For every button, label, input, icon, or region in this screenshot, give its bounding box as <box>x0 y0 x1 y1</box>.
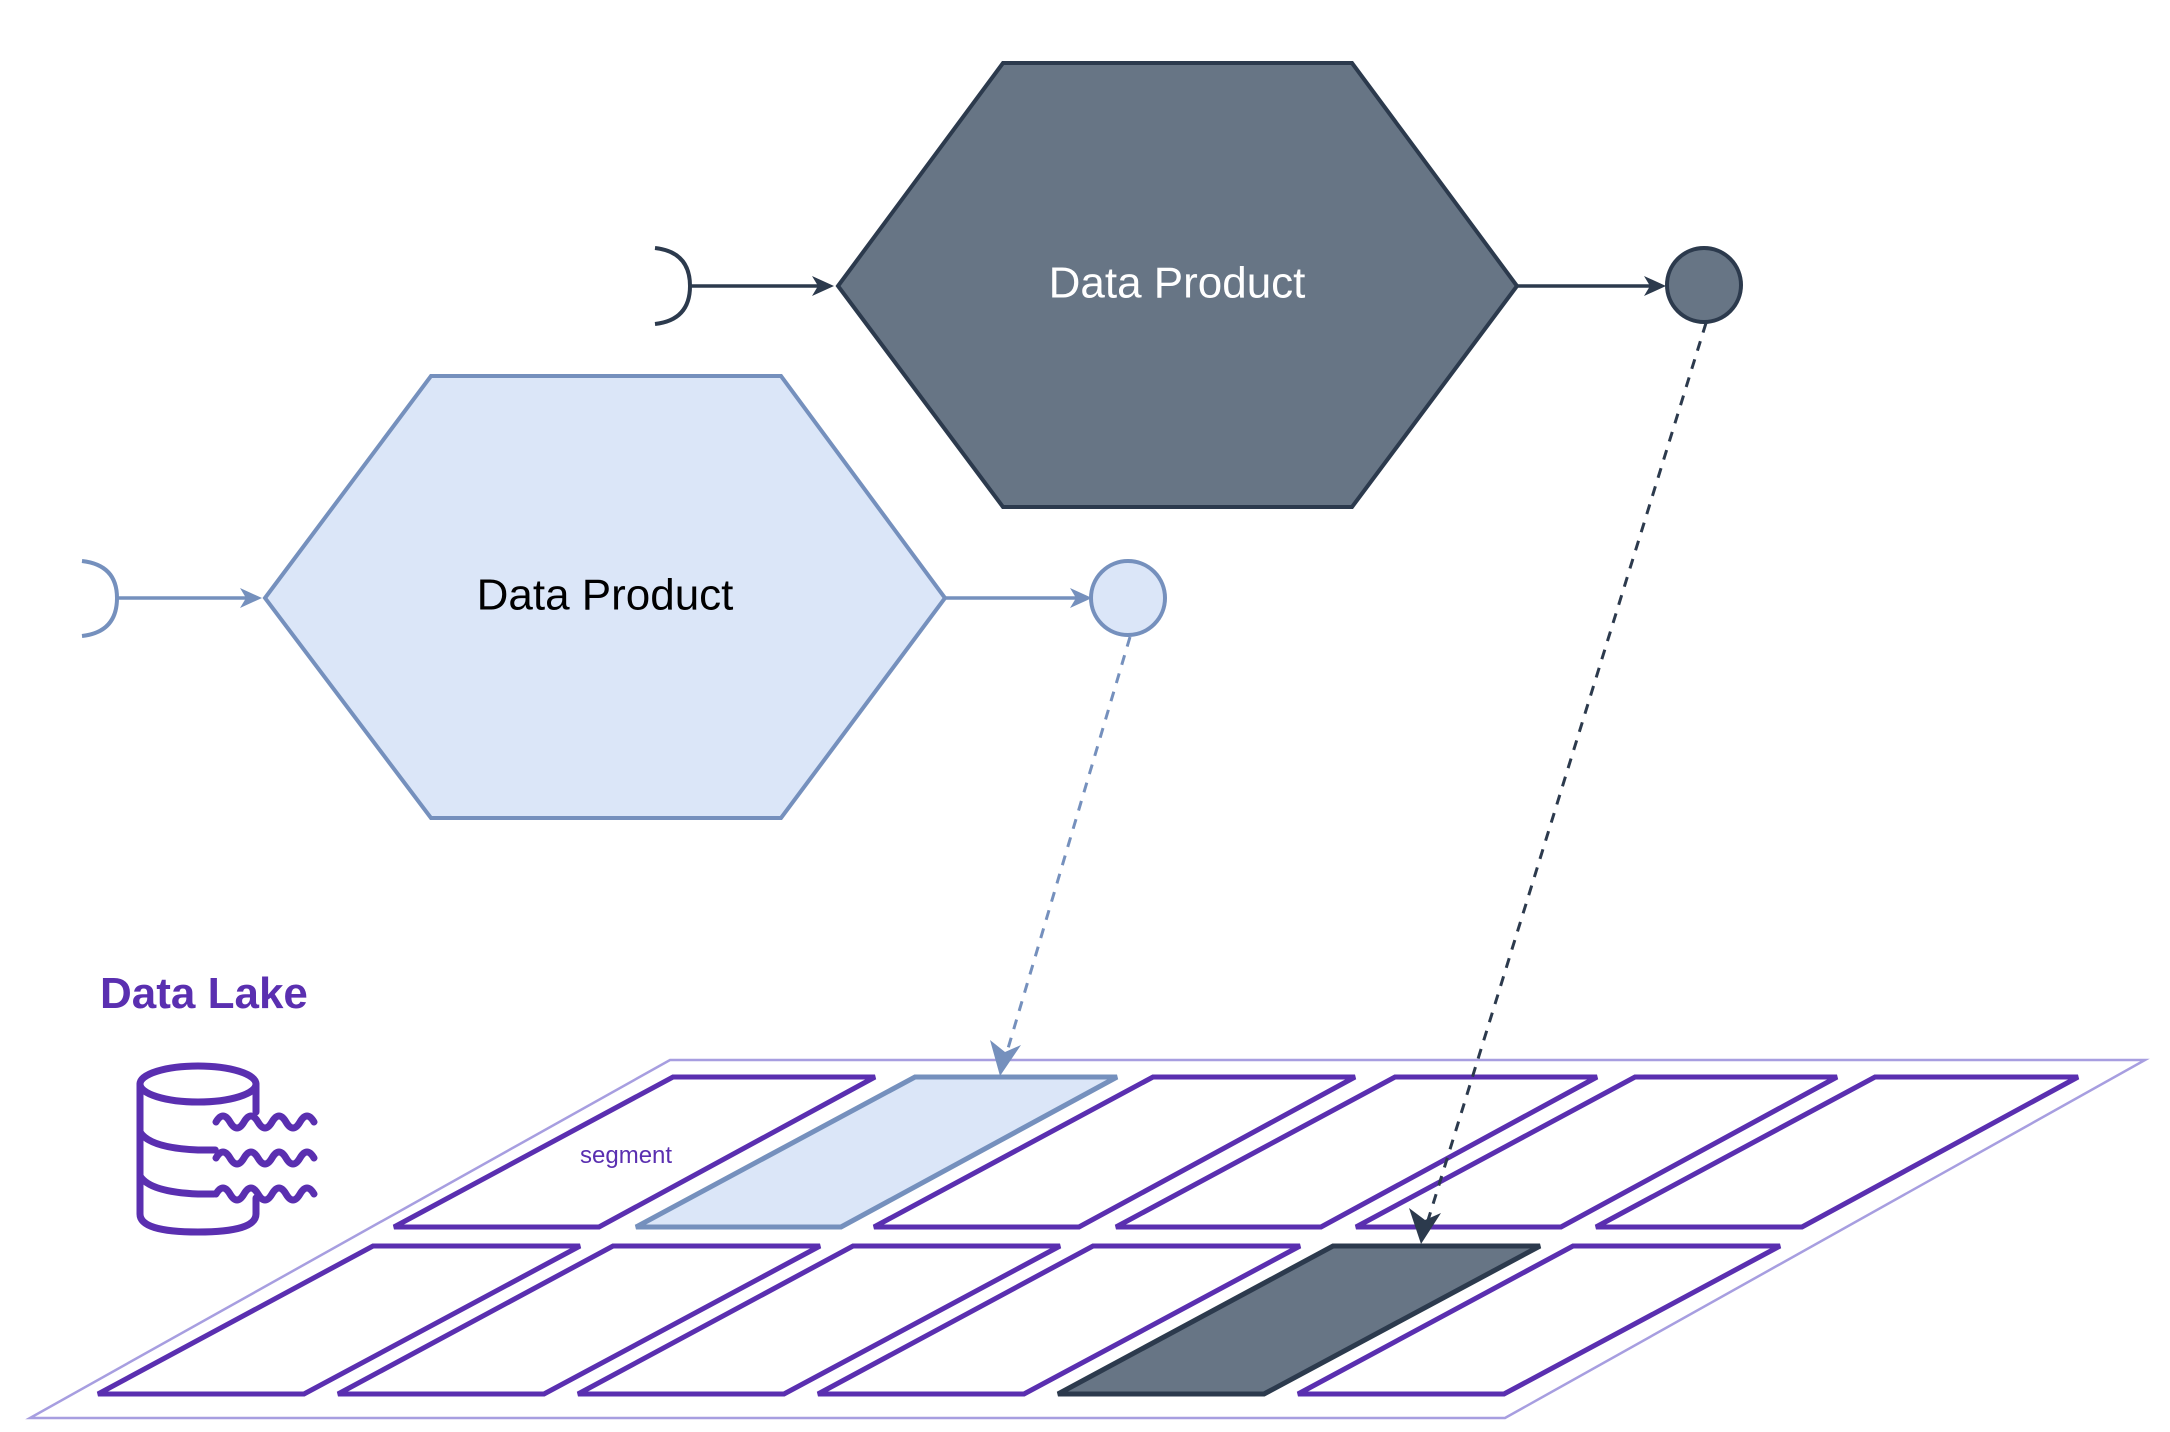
input-arrowhead-light <box>240 588 262 608</box>
input-arrowhead-dark <box>812 276 834 296</box>
segments-bottom-row <box>96 1243 1782 1397</box>
database-waves-icon <box>136 1062 318 1236</box>
segment <box>1594 1074 2080 1230</box>
segment <box>576 1243 1062 1397</box>
segment <box>392 1074 877 1230</box>
segment <box>336 1243 822 1397</box>
output-arrowhead-light <box>1070 588 1092 608</box>
segment-label: segment <box>580 1142 672 1169</box>
product-label-dark: Data Product <box>1049 259 1306 308</box>
input-port-light <box>81 559 120 638</box>
output-port-light <box>1089 559 1167 637</box>
segment-highlight-light <box>634 1074 1119 1230</box>
input-port-dark <box>654 246 693 326</box>
segment <box>1296 1243 1782 1397</box>
data-lake-platform <box>25 1058 2150 1420</box>
data-lake-title: Data Lake <box>100 969 308 1018</box>
output-port-dark <box>1665 246 1743 324</box>
segment-highlight-dark <box>1056 1243 1542 1397</box>
segment <box>816 1243 1302 1397</box>
output-arrowhead-dark <box>1644 276 1666 296</box>
data-product-dark: Data Product <box>654 61 1743 509</box>
segment <box>1354 1074 1839 1230</box>
product-label-light: Data Product <box>477 571 734 620</box>
mapping-arrowhead-light <box>990 1040 1021 1076</box>
segment <box>96 1243 582 1397</box>
segments-top-row <box>392 1074 2080 1230</box>
segment <box>1114 1074 1599 1230</box>
mapping-arrow-light <box>990 636 1132 1076</box>
data-product-light: Data Product <box>81 374 1167 820</box>
mapping-arrow-dark <box>1409 322 1708 1244</box>
segment <box>872 1074 1357 1230</box>
mapping-arrowhead-dark <box>1409 1208 1441 1244</box>
